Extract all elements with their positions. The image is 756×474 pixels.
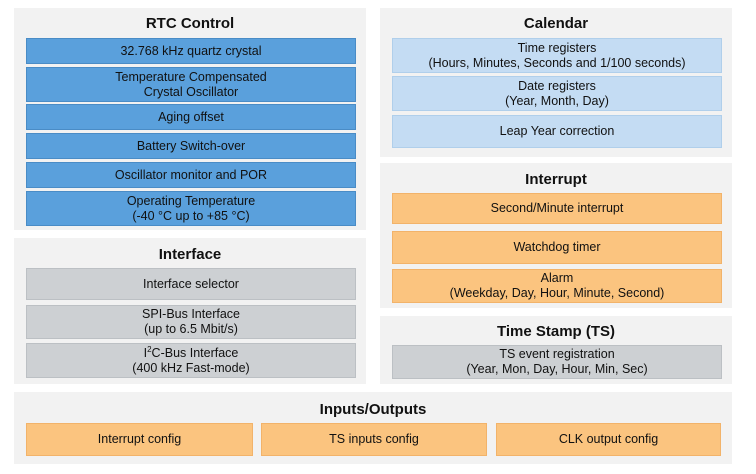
inputs-outputs-title: Inputs/Outputs <box>319 401 427 418</box>
date-registers-block: Date registers (Year, Month, Day) <box>392 76 722 111</box>
interrupt-panel: Interrupt Second/Minute interrupt Watchd… <box>380 163 732 308</box>
rtc-control-title: RTC Control <box>145 15 235 32</box>
ts-event-registration-block: TS event registration (Year, Mon, Day, H… <box>392 345 722 379</box>
time-stamp-panel: Time Stamp (TS) TS event registration (Y… <box>380 316 732 384</box>
rtc-control-panel: RTC Control 32.768 kHz quartz crystal Te… <box>14 8 366 230</box>
clk-output-config-block: CLK output config <box>496 423 721 456</box>
battery-switchover-block: Battery Switch-over <box>26 133 356 159</box>
oscillator-monitor-block: Oscillator monitor and POR <box>26 162 356 188</box>
inputs-outputs-panel: Inputs/Outputs Interrupt config TS input… <box>14 392 732 464</box>
time-registers-block: Time registers (Hours, Minutes, Seconds … <box>392 38 722 73</box>
ts-inputs-config-block: TS inputs config <box>261 423 487 456</box>
calendar-title: Calendar <box>523 15 589 32</box>
time-stamp-title: Time Stamp (TS) <box>496 323 616 340</box>
second-minute-interrupt-block: Second/Minute interrupt <box>392 193 722 224</box>
quartz-crystal-block: 32.768 kHz quartz crystal <box>26 38 356 64</box>
leap-year-block: Leap Year correction <box>392 115 722 148</box>
alarm-block: Alarm (Weekday, Day, Hour, Minute, Secon… <box>392 269 722 303</box>
operating-temperature-block: Operating Temperature (-40 °C up to +85 … <box>26 191 356 226</box>
interface-title: Interface <box>158 246 222 263</box>
interrupt-title: Interrupt <box>525 171 587 188</box>
interrupt-config-block: Interrupt config <box>26 423 253 456</box>
interface-panel: Interface Interface selector SPI-Bus Int… <box>14 238 366 384</box>
aging-offset-block: Aging offset <box>26 104 356 130</box>
i2c-bus-block: I2C-Bus Interface (400 kHz Fast-mode) <box>26 343 356 378</box>
spi-bus-block: SPI-Bus Interface (up to 6.5 Mbit/s) <box>26 305 356 339</box>
watchdog-timer-block: Watchdog timer <box>392 231 722 264</box>
interface-selector-block: Interface selector <box>26 268 356 300</box>
calendar-panel: Calendar Time registers (Hours, Minutes,… <box>380 8 732 157</box>
tcxo-block: Temperature Compensated Crystal Oscillat… <box>26 67 356 102</box>
